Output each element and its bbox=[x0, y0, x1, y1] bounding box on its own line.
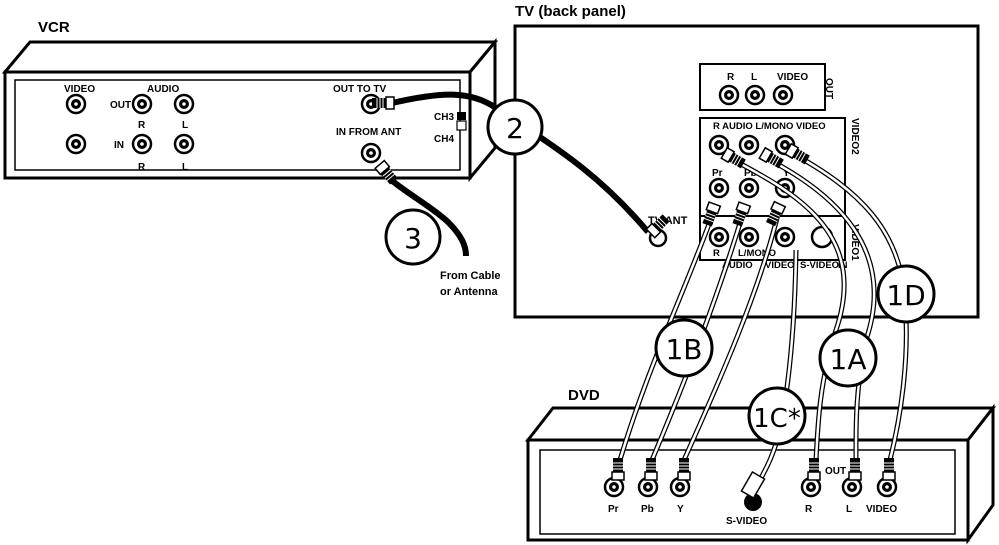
cable-source-line1: From Cable bbox=[440, 270, 501, 282]
tv-v1-r-label: R bbox=[713, 248, 720, 259]
tv-v1-audio-label: AUDIO bbox=[722, 260, 753, 271]
vcr-audio-in-l-jack bbox=[173, 133, 195, 155]
vcr-video-out-jack bbox=[65, 93, 87, 115]
tv-pr-label: Pr bbox=[712, 168, 723, 179]
vcr-l-top-label: L bbox=[182, 120, 188, 131]
callout-1d: 1D bbox=[876, 264, 936, 324]
tv-out-video-label: VIDEO bbox=[777, 72, 808, 83]
vcr-ch3-label: CH3 bbox=[434, 112, 454, 123]
dvd-pb-label: Pb bbox=[641, 504, 654, 515]
vcr-audio-label: AUDIO bbox=[147, 84, 179, 95]
tv-y-label: Y bbox=[783, 168, 790, 179]
cable-3 bbox=[377, 167, 469, 257]
callout-2: 2 bbox=[486, 98, 544, 156]
callout-3: 3 bbox=[384, 208, 442, 266]
tv-pb-label: Pb bbox=[744, 168, 757, 179]
dvd-pr-label: Pr bbox=[608, 504, 619, 515]
callout-1b: 1B bbox=[654, 318, 714, 378]
svg-text:2: 2 bbox=[506, 112, 524, 145]
svg-text:1A: 1A bbox=[830, 343, 867, 376]
tv-v1-video-label: VIDEO bbox=[765, 260, 795, 271]
tv-out-side-label: OUT bbox=[823, 78, 834, 99]
vcr-in-from-ant-label: IN FROM ANT bbox=[336, 127, 401, 138]
vcr-out-to-tv-label: OUT TO TV bbox=[333, 84, 386, 95]
cable-source-line2: or Antenna bbox=[440, 286, 499, 298]
vcr-video-label: VIDEO bbox=[64, 84, 95, 95]
svg-text:1C*: 1C* bbox=[753, 404, 801, 434]
tv-v1-svideo-label: S-VIDEO bbox=[800, 260, 839, 271]
callout-1a: 1A bbox=[818, 328, 878, 388]
tv-video2-side-label: VIDEO2 bbox=[849, 118, 860, 155]
vcr-audio-in-r-jack bbox=[131, 133, 153, 155]
svg-text:3: 3 bbox=[404, 222, 422, 255]
vcr-unit bbox=[1, 37, 499, 183]
tv-out-panel bbox=[699, 63, 826, 111]
vcr-ch4-label: CH4 bbox=[434, 134, 454, 145]
tv-video2-header: R AUDIO L/MONO VIDEO bbox=[713, 121, 826, 132]
dvd-r-label: R bbox=[805, 504, 813, 515]
dvd-svideo-jack bbox=[744, 493, 762, 511]
vcr-l-bottom-label: L bbox=[182, 162, 188, 173]
tv-title: TV (back panel) bbox=[515, 3, 626, 20]
svg-text:1B: 1B bbox=[665, 333, 702, 366]
vcr-audio-out-r-jack bbox=[131, 93, 153, 115]
tv-out-l-label: L bbox=[751, 72, 757, 83]
dvd-title: DVD bbox=[568, 387, 600, 404]
vcr-in-from-ant-jack bbox=[360, 142, 382, 164]
vcr-r-top-label: R bbox=[138, 120, 146, 131]
callout-1c: 1C* bbox=[747, 386, 807, 446]
vcr-title: VCR bbox=[38, 19, 70, 36]
vcr-in-label: IN bbox=[114, 140, 124, 151]
vcr-channel-switch-icon bbox=[457, 112, 466, 120]
vcr-audio-out-l-jack bbox=[173, 93, 195, 115]
vcr-video-in-jack bbox=[65, 133, 87, 155]
vcr-out-label: OUT bbox=[110, 100, 131, 111]
dvd-y-label: Y bbox=[677, 504, 684, 515]
vcr-r-bottom-label: R bbox=[138, 162, 146, 173]
tv-out-r-label: R bbox=[727, 72, 735, 83]
svg-text:1D: 1D bbox=[886, 279, 925, 312]
dvd-out-label: OUT bbox=[825, 466, 846, 477]
dvd-l-label: L bbox=[846, 504, 852, 515]
dvd-video-label: VIDEO bbox=[866, 504, 897, 515]
tv-video1-side-label: VIDEO1 bbox=[849, 224, 860, 261]
dvd-svideo-label: S-VIDEO bbox=[726, 516, 767, 527]
tv-v1-lmono-label: L/MONO bbox=[738, 248, 776, 259]
